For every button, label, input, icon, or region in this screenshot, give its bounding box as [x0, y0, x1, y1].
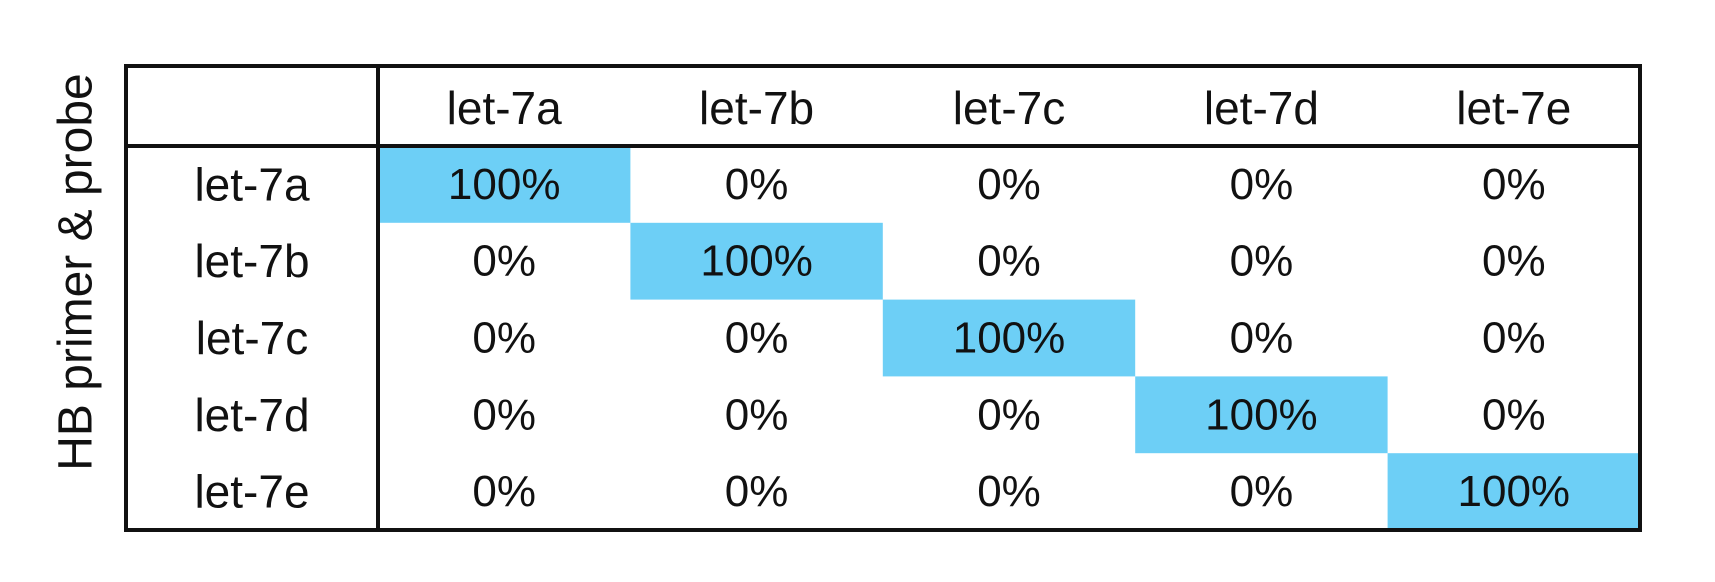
- row-header-5: let-7e: [194, 466, 309, 518]
- cell-r4-c4: 100%: [1205, 390, 1318, 439]
- cell-r4-c5: 0%: [1482, 390, 1546, 439]
- cell-r1-c1: 100%: [448, 160, 561, 209]
- cell-r2-c4: 0%: [1230, 237, 1294, 286]
- row-header-2: let-7b: [194, 235, 309, 287]
- cell-r4-c3: 0%: [977, 390, 1041, 439]
- cell-r3-c1: 0%: [472, 314, 536, 363]
- row-header-3: let-7c: [196, 312, 308, 364]
- highlight-layer: [378, 146, 1640, 530]
- highlight-cell-r2-c2: [630, 222, 883, 300]
- highlight-cell-r5-c5: [1387, 453, 1640, 530]
- column-header-2: let-7b: [699, 82, 814, 134]
- row-header-1: let-7a: [194, 158, 309, 210]
- cell-r3-c5: 0%: [1482, 314, 1546, 363]
- cell-r1-c3: 0%: [977, 160, 1041, 209]
- cell-r5-c3: 0%: [977, 467, 1041, 516]
- cell-r1-c2: 0%: [725, 160, 789, 209]
- highlight-cell-r3-c3: [882, 299, 1136, 377]
- cell-r2-c2: 100%: [700, 237, 813, 286]
- table-border: [124, 64, 1642, 532]
- cell-r5-c5: 100%: [1458, 467, 1571, 516]
- cell-r5-c2: 0%: [725, 467, 789, 516]
- row-axis-label: HB primer & probe: [50, 73, 103, 470]
- cell-r2-c1: 0%: [472, 237, 536, 286]
- column-header-4: let-7d: [1204, 82, 1319, 134]
- grid-lines: [124, 64, 1642, 532]
- cell-r1-c5: 0%: [1482, 160, 1546, 209]
- cell-r4-c2: 0%: [725, 390, 789, 439]
- cell-r1-c4: 0%: [1230, 160, 1294, 209]
- cell-r5-c1: 0%: [472, 467, 536, 516]
- highlight-cell-r4-c4: [1135, 376, 1388, 454]
- column-header-3: let-7c: [953, 82, 1065, 134]
- cell-r3-c3: 100%: [953, 314, 1066, 363]
- cell-r2-c3: 0%: [977, 237, 1041, 286]
- cell-r3-c2: 0%: [725, 314, 789, 363]
- text-layer: let-7a let-7b let-7c let-7d let-7e let-7a let-…: [194, 82, 1571, 518]
- cell-r3-c4: 0%: [1230, 314, 1294, 363]
- row-header-4: let-7d: [194, 389, 309, 441]
- cell-r5-c4: 0%: [1230, 467, 1294, 516]
- column-header-1: let-7a: [447, 82, 562, 134]
- column-header-5: let-7e: [1456, 82, 1571, 134]
- highlight-cell-r1-c1: [378, 146, 631, 223]
- cell-r4-c1: 0%: [472, 390, 536, 439]
- cell-r2-c5: 0%: [1482, 237, 1546, 286]
